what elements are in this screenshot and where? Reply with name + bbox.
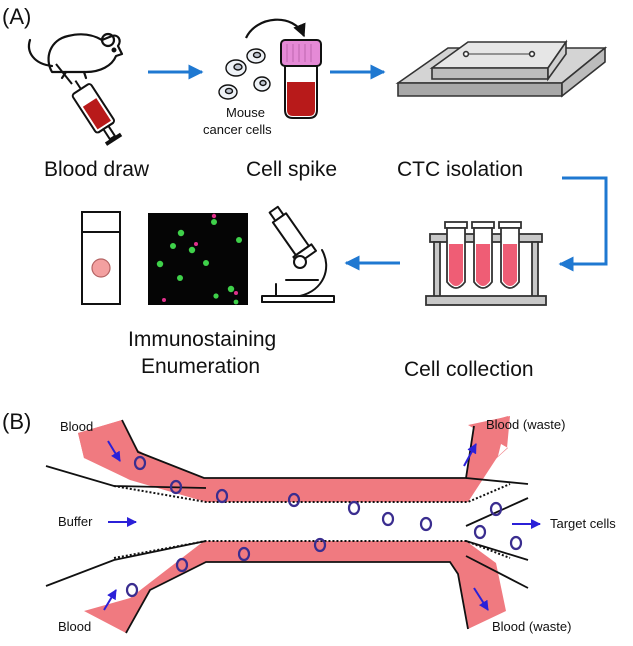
label-target-outlet: Target cells bbox=[550, 516, 616, 531]
step-blood-draw: Blood draw bbox=[44, 158, 150, 181]
microscope-icon bbox=[261, 205, 335, 303]
cancer-cells-label-line2: cancer cells bbox=[203, 122, 272, 137]
cancer-cells-label-line1: Mouse bbox=[226, 105, 266, 120]
step-enumeration: Enumeration bbox=[141, 355, 261, 378]
slide-icon bbox=[81, 211, 121, 305]
flow-direction-arrows bbox=[103, 440, 541, 611]
fluorescence-image bbox=[148, 213, 248, 305]
step-cell-spike: Cell spike bbox=[246, 158, 338, 181]
flow-arrow-elbow bbox=[558, 176, 608, 272]
label-waste-outlet-bottom: Blood (waste) bbox=[492, 619, 572, 634]
panel-a-label: (A) bbox=[2, 4, 32, 29]
label-waste-outlet-top: Blood (waste) bbox=[486, 417, 566, 432]
label-buffer-inlet: Buffer bbox=[58, 514, 93, 529]
curved-arrow-icon bbox=[244, 18, 306, 39]
blood-vial-icon bbox=[280, 39, 322, 119]
syringe-icon bbox=[55, 63, 123, 146]
test-tube-rack-icon bbox=[425, 221, 547, 306]
step-ctc-isolation: CTC isolation bbox=[397, 158, 524, 181]
label-blood-inlet-top: Blood bbox=[60, 419, 94, 434]
step-immunostaining: Immunostaining bbox=[128, 328, 277, 351]
microfluidic-chip-icon bbox=[395, 39, 608, 98]
label-blood-inlet-bottom: Blood bbox=[58, 619, 92, 634]
cell-markers bbox=[125, 455, 523, 598]
cancer-cell-icons bbox=[218, 48, 271, 100]
panel-b-label: (B) bbox=[2, 409, 32, 434]
mouse-icon bbox=[27, 32, 124, 80]
step-cell-collection: Cell collection bbox=[404, 358, 534, 381]
microfluidic-channel bbox=[45, 416, 541, 634]
